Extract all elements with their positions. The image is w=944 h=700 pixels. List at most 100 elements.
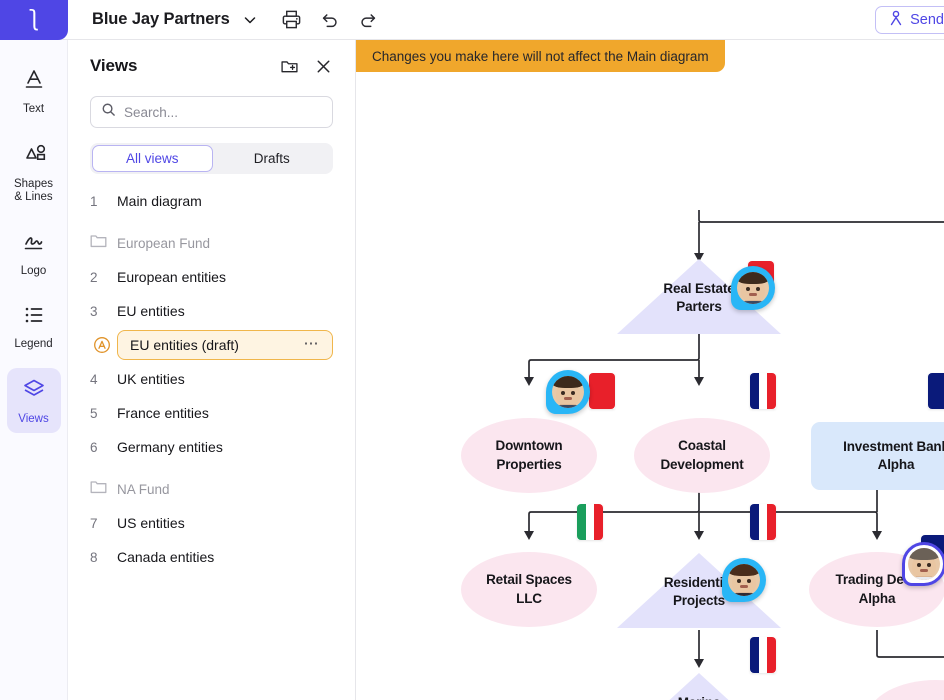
search-box[interactable] bbox=[90, 96, 333, 128]
person-share-icon bbox=[889, 10, 903, 30]
node-marina-development[interactable]: MarinaDevelopment bbox=[617, 672, 781, 700]
avatar-face bbox=[908, 548, 940, 580]
france-flag bbox=[750, 637, 776, 673]
search-container bbox=[68, 92, 355, 128]
view-name: Germany entities bbox=[117, 439, 223, 455]
node-label: MarinaDevelopment bbox=[657, 694, 740, 700]
list-item[interactable]: 8 Canada entities bbox=[68, 540, 355, 574]
rail-item-shapes-lines[interactable]: Shapes& Lines bbox=[7, 133, 61, 211]
view-name: EU entities bbox=[117, 303, 185, 319]
list-item-draft[interactable]: EU entities (draft) ⋯ bbox=[68, 328, 355, 362]
draft-row-pill[interactable]: EU entities (draft) ⋯ bbox=[117, 330, 333, 360]
views-filter-tabs: All views Drafts bbox=[90, 143, 333, 174]
draft-badge-icon bbox=[93, 336, 111, 354]
rail-item-text[interactable]: Text bbox=[7, 58, 61, 123]
view-number: 6 bbox=[90, 439, 98, 455]
avatar-face bbox=[728, 564, 760, 596]
row-menu-icon[interactable]: ⋯ bbox=[303, 334, 320, 352]
avatar[interactable] bbox=[731, 266, 775, 310]
view-name: UK entities bbox=[117, 371, 185, 387]
rail-item-views[interactable]: Views bbox=[6, 368, 61, 434]
app-logo[interactable]: ʃ bbox=[0, 0, 68, 40]
tab-all-views[interactable]: All views bbox=[92, 145, 213, 172]
text-icon bbox=[21, 66, 47, 97]
views-list: 1 Main diagram European Fund 2 European … bbox=[68, 184, 355, 574]
undo-icon[interactable] bbox=[318, 8, 342, 32]
views-panel: Views All views Drafts bbox=[68, 40, 356, 700]
top-toolbar: ʃ Blue Jay Partners bbox=[0, 0, 944, 40]
view-name: Canada entities bbox=[117, 549, 215, 565]
redo-icon[interactable] bbox=[356, 8, 380, 32]
view-number: 8 bbox=[90, 549, 98, 565]
list-item[interactable]: 6 Germany entities bbox=[68, 430, 355, 464]
chevron-down-icon[interactable] bbox=[242, 12, 258, 28]
avatar[interactable] bbox=[722, 558, 766, 602]
list-item[interactable]: 4 UK entities bbox=[68, 362, 355, 396]
rail-item-label: Legend bbox=[14, 337, 53, 350]
view-number: 5 bbox=[90, 405, 98, 421]
folder-icon bbox=[90, 233, 107, 253]
rail-item-legend[interactable]: Legend bbox=[7, 295, 61, 358]
list-item[interactable]: 2 European entities bbox=[68, 260, 355, 294]
view-number: 3 bbox=[90, 303, 98, 319]
avatar-face bbox=[737, 272, 769, 304]
folder-name: European Fund bbox=[117, 235, 211, 251]
document-title: Blue Jay Partners bbox=[92, 10, 230, 28]
folder-row-european-fund[interactable]: European Fund bbox=[68, 226, 355, 260]
view-name: Main diagram bbox=[117, 193, 202, 209]
list-item[interactable]: 5 France entities bbox=[68, 396, 355, 430]
view-name: US entities bbox=[117, 515, 185, 531]
shapes-lines-icon bbox=[20, 141, 48, 172]
draft-warning-banner: Changes you make here will not affect th… bbox=[356, 40, 725, 72]
views-panel-header: Views bbox=[68, 40, 355, 92]
list-item[interactable]: 1 Main diagram bbox=[68, 184, 355, 218]
rail-item-label: Views bbox=[18, 413, 49, 426]
send-button-label: Send bbox=[910, 12, 944, 28]
tab-drafts[interactable]: Drafts bbox=[253, 151, 290, 166]
new-folder-icon[interactable] bbox=[277, 54, 301, 78]
rail-item-label: Logo bbox=[20, 264, 47, 277]
search-input[interactable] bbox=[124, 104, 322, 120]
view-name: France entities bbox=[117, 405, 209, 421]
close-icon[interactable] bbox=[311, 54, 335, 78]
left-tool-rail: Text Shapes& Lines Logo bbox=[0, 40, 68, 700]
legend-list-icon bbox=[21, 303, 47, 332]
avatar[interactable] bbox=[902, 542, 944, 586]
toolbar-actions bbox=[280, 8, 380, 32]
search-icon bbox=[101, 102, 116, 122]
folder-row-na-fund[interactable]: NA Fund bbox=[68, 472, 355, 506]
avatar[interactable] bbox=[546, 370, 590, 414]
triangle-shape bbox=[617, 673, 781, 700]
france-flag bbox=[750, 373, 776, 409]
view-number: 7 bbox=[90, 515, 98, 531]
send-button[interactable]: Send bbox=[875, 6, 944, 34]
view-number: 4 bbox=[90, 371, 98, 387]
view-number: 1 bbox=[90, 193, 98, 209]
page-title: Views bbox=[90, 56, 138, 75]
rail-item-logo[interactable]: Logo bbox=[7, 222, 61, 285]
print-icon[interactable] bbox=[280, 8, 304, 32]
view-name: European entities bbox=[117, 269, 226, 285]
list-item[interactable]: 7 US entities bbox=[68, 506, 355, 540]
folder-icon bbox=[90, 479, 107, 499]
list-item[interactable]: 3 EU entities bbox=[68, 294, 355, 328]
red-flag bbox=[589, 373, 615, 409]
blue-flag bbox=[928, 373, 944, 409]
france-flag bbox=[750, 504, 776, 540]
avatar-face bbox=[552, 376, 584, 408]
folder-name: NA Fund bbox=[117, 481, 170, 497]
rail-item-label: Shapes& Lines bbox=[13, 178, 53, 204]
view-name: EU entities (draft) bbox=[130, 337, 239, 353]
